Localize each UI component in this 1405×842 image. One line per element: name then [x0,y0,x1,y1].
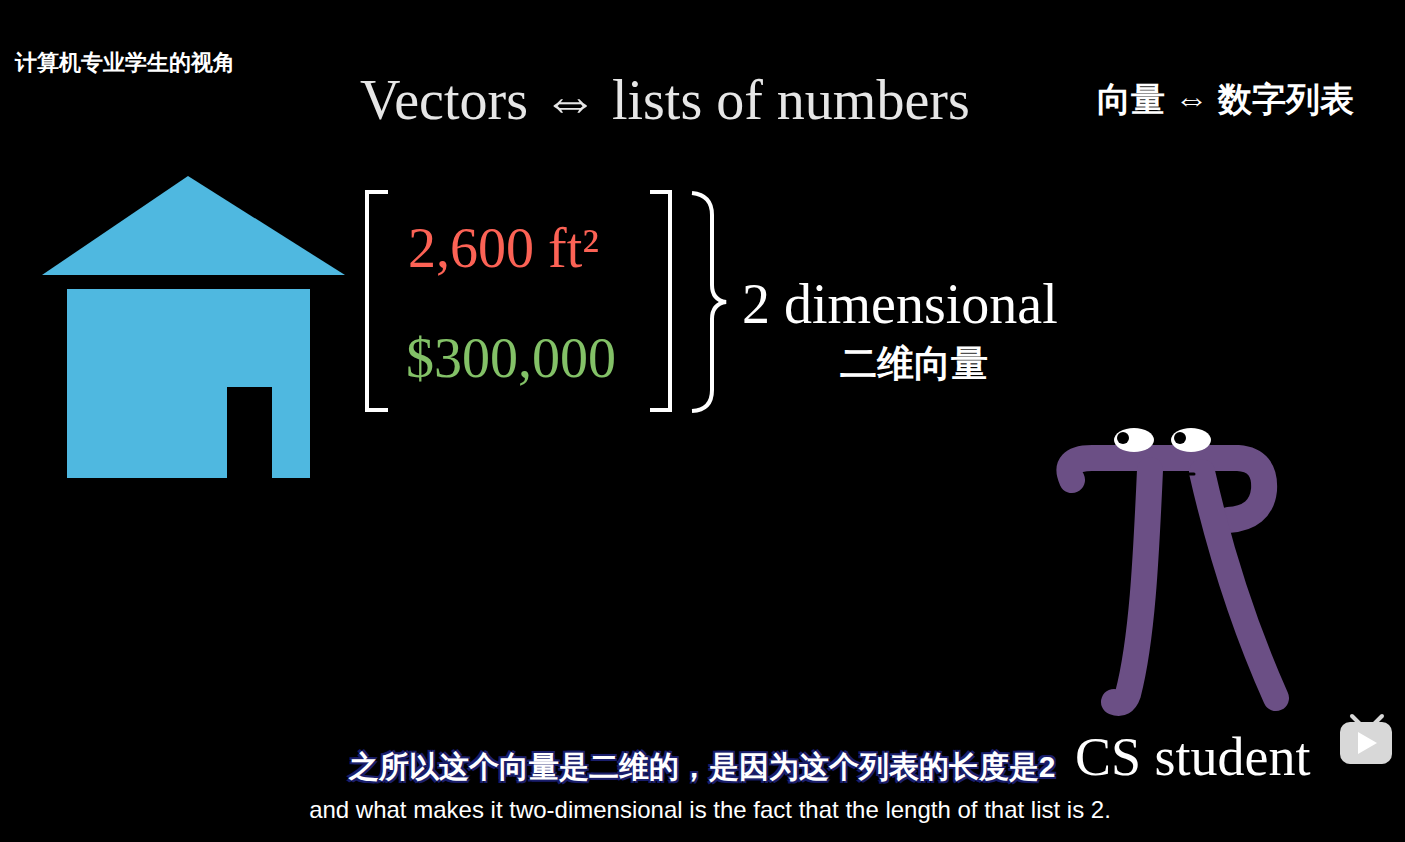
perspective-label: 计算机专业学生的视角 [15,52,235,74]
pi-left-leg [1114,470,1150,703]
house-body [67,289,310,478]
title-translation: 向量 ⇔ 数字列表 [1097,82,1354,116]
pi-creature [1070,428,1277,703]
house-door [227,387,272,478]
pi-right-leg [1202,472,1276,698]
house-roof [42,176,345,275]
dimension-translation: 二维向量 [840,345,988,382]
curly-brace [692,193,726,411]
vector-entry: $300,000 [406,330,616,386]
subtitle-chinese: 之所以这个向量是二维的，是因为这个列表的长度是2 [349,752,1056,782]
pi-eye [1171,428,1211,452]
pi-top-bar [1070,458,1265,520]
icon-triangle [1358,732,1377,754]
subtitle-english: and what makes it two-dimensional is the… [309,798,1111,822]
pi-mouth [1176,473,1194,476]
character-label: CS student [1075,730,1311,784]
dimension-label: 2 dimensional [742,276,1058,332]
play-icon [1340,716,1392,764]
icon-body [1340,722,1392,764]
right-bracket [650,192,670,410]
title: Vectors ⇔ lists of numbers [360,72,970,128]
pi-pupil [1117,432,1129,444]
left-bracket [367,192,388,410]
pi-pupil [1174,432,1186,444]
vector-entry: 2,600 ft² [408,220,599,276]
pi-eye [1114,428,1154,452]
